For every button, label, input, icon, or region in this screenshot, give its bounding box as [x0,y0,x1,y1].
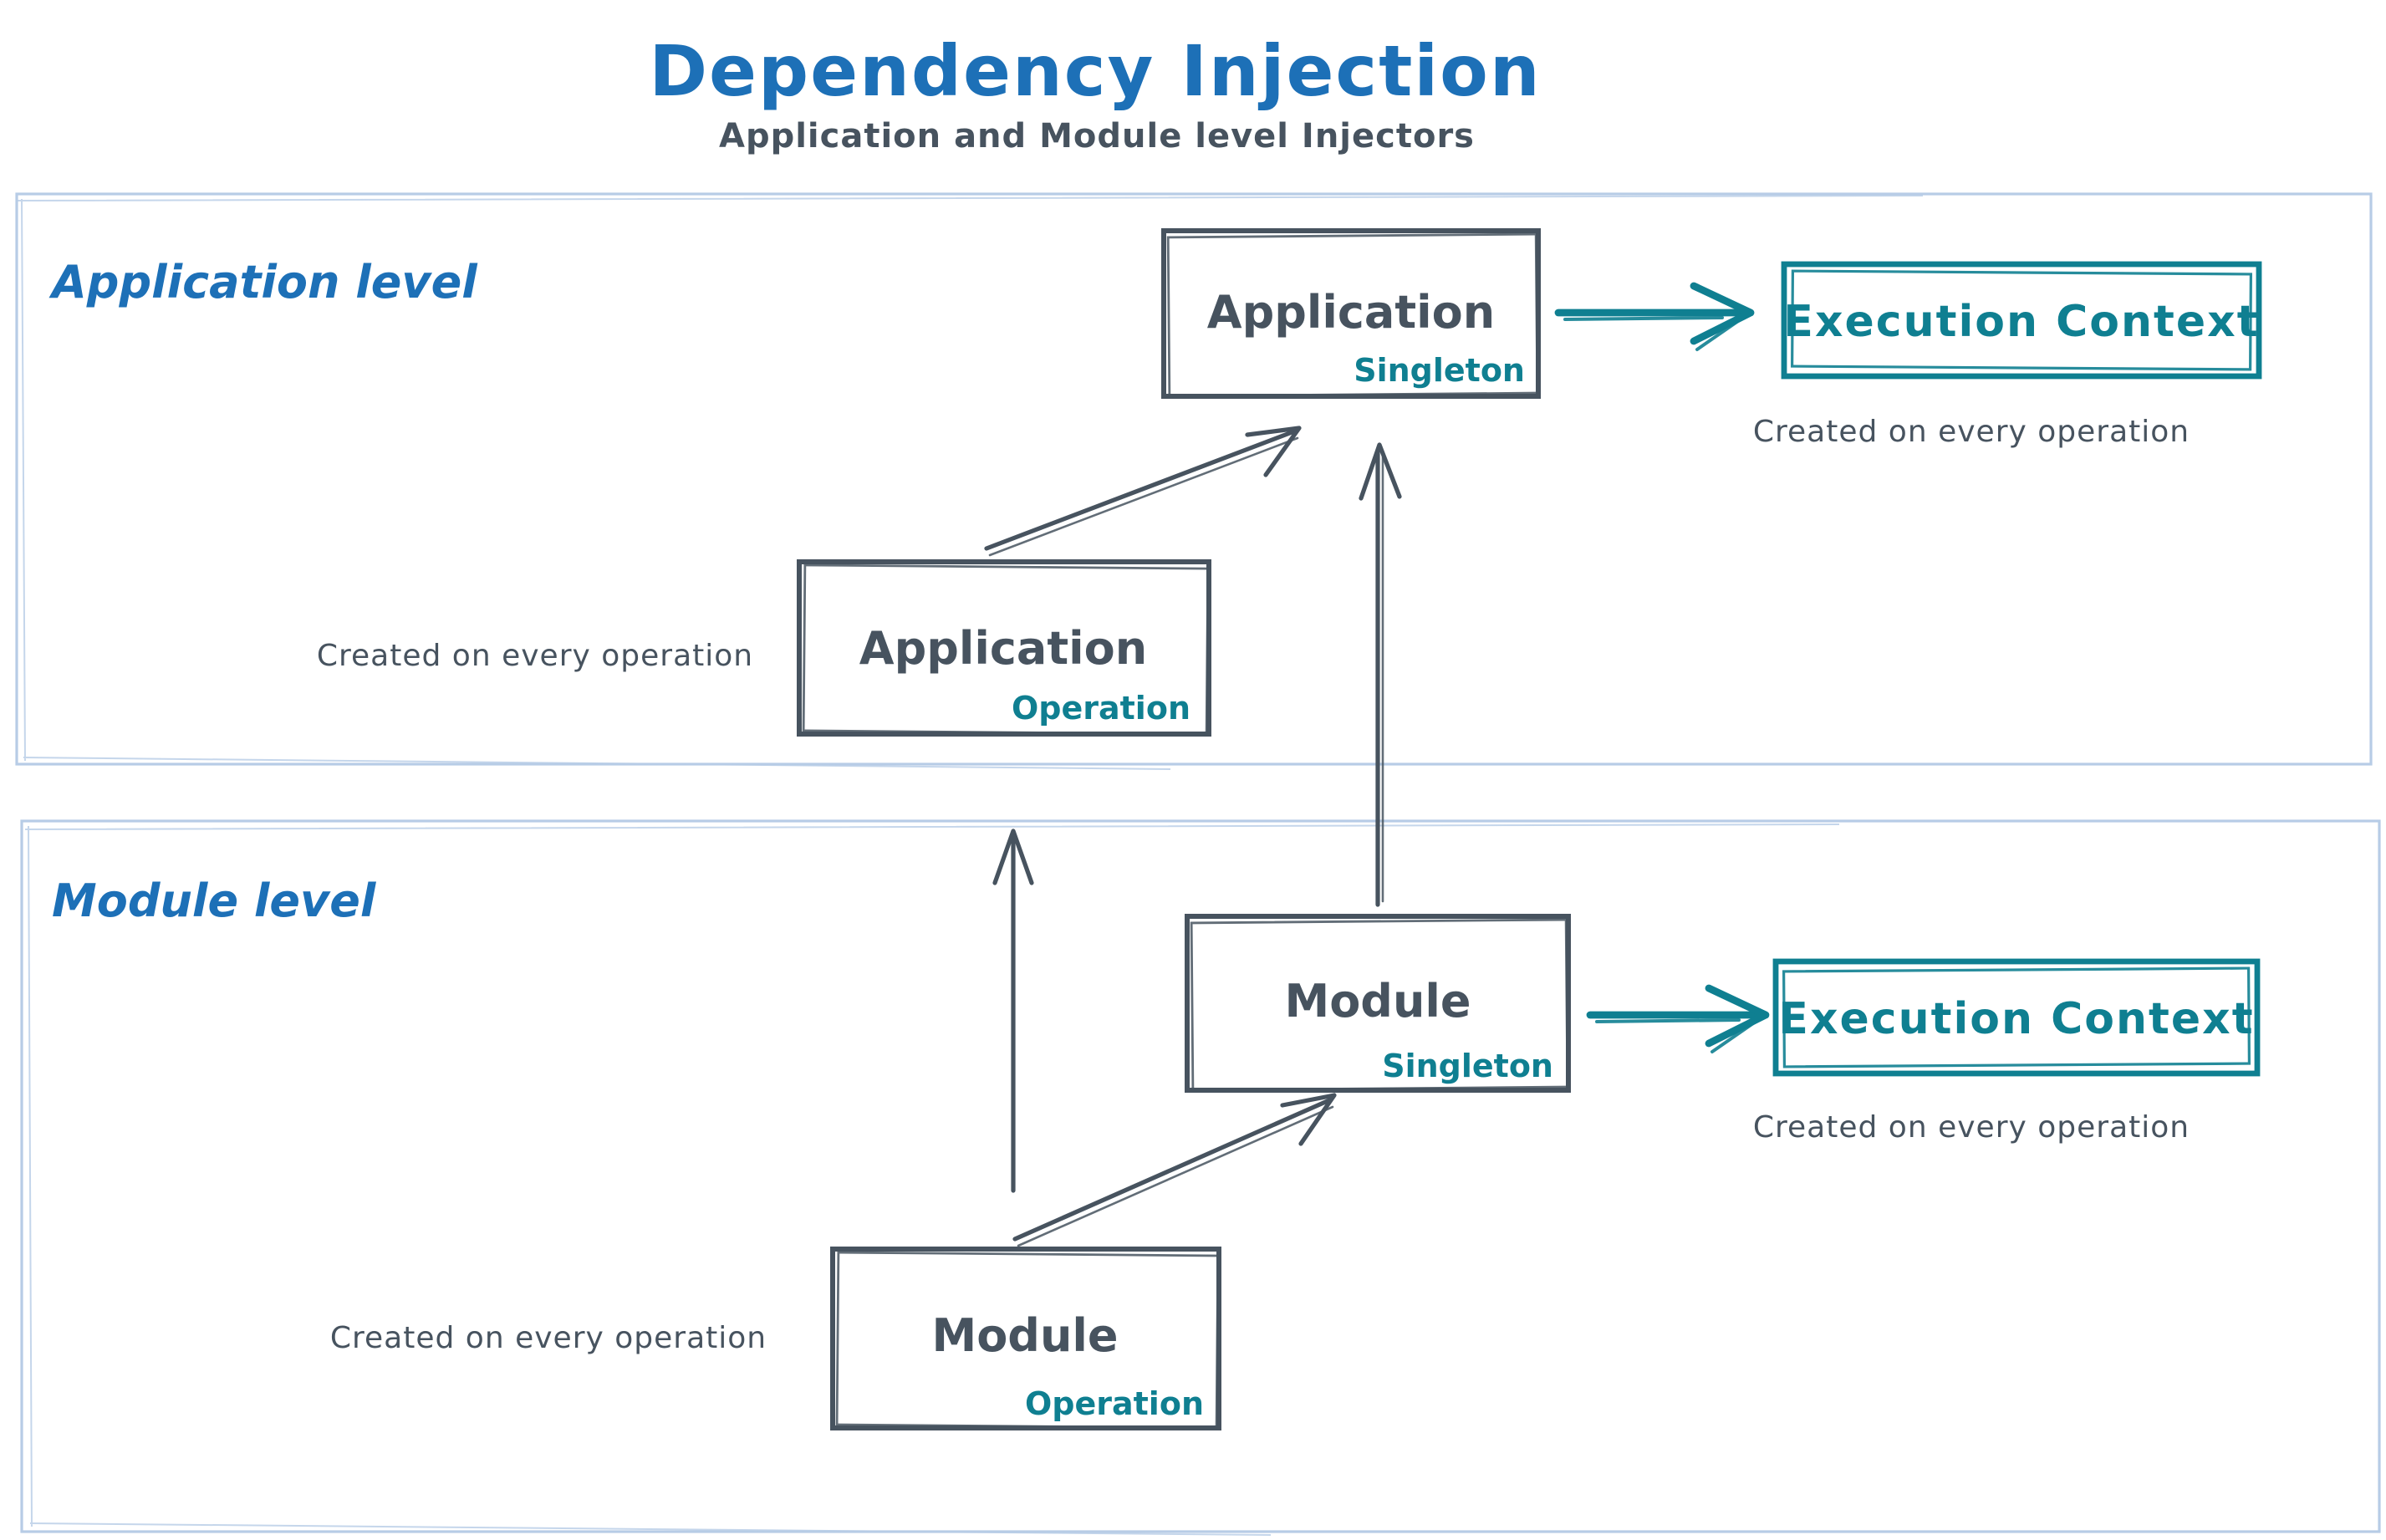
application-operation-tag: Operation [1012,690,1190,727]
application-singleton-box-overdraw [1166,232,1539,398]
arrow-module-operation-to-module-singleton [1012,1093,1337,1247]
arrow-line-overdraw [1563,316,1724,321]
application-operation-caption: Created on every operation [317,639,753,673]
arrow-head [1280,1093,1337,1146]
application-operation-box-border [797,559,1211,737]
module-operation-box-overdraw [835,1251,1220,1430]
application-execution-context-label: Execution Context [1783,297,2259,347]
page-title: Dependency Injection [649,30,1541,112]
page-subtitle: Application and Module level Injectors [719,117,1475,156]
application-operation-box: Application Operation [797,559,1211,737]
module-execution-context-border [1772,958,2261,1077]
application-singleton-box-border [1161,228,1541,399]
module-level-container-overdraw [24,824,1840,1536]
application-singleton-tag: Singleton [1354,352,1525,389]
module-level-label: Module level [52,875,377,927]
module-singleton-title: Module [1284,975,1471,1028]
module-singleton-box-border [1185,914,1571,1093]
arrow-head [1690,282,1755,345]
application-execution-context-overdraw [1791,269,2253,371]
module-execution-context-overdraw [1782,966,2251,1068]
module-execution-context-box: Execution Context [1772,958,2261,1077]
application-execution-context-box: Execution Context [1781,261,2262,380]
application-execution-context-caption: Created on every operation [1753,415,2190,449]
arrow-line [1012,1098,1332,1242]
arrow-head-overdraw [1695,318,1742,351]
module-singleton-tag: Singleton [1382,1048,1553,1084]
arrow-head [992,829,1034,885]
application-singleton-title: Application [1207,286,1495,339]
arrow-application-operation-to-application-singleton [984,426,1302,557]
arrow-head [1705,984,1770,1048]
arrow-head [1359,442,1402,501]
application-level-container-overdraw [16,195,1924,770]
arrow-line-overdraw [1595,1018,1741,1023]
arrow-line-overdraw [1017,1105,1334,1247]
module-singleton-box: Module Singleton [1185,914,1571,1093]
module-operation-tag: Operation [1025,1385,1204,1422]
application-execution-context-border [1781,261,2262,380]
module-singleton-box-overdraw [1190,918,1569,1092]
arrow-line [984,429,1297,551]
module-operation-caption: Created on every operation [330,1321,767,1355]
module-operation-box: Module Operation [830,1247,1221,1430]
arrow-line-overdraw [988,436,1299,557]
application-operation-title: Application [859,622,1147,675]
module-execution-context-label: Execution Context [1778,994,2254,1044]
arrow-module-operation-to-application-operation [992,829,1034,1193]
application-operation-box-overdraw [802,563,1210,736]
arrow-head [1245,426,1302,477]
application-level-label: Application level [48,256,478,309]
module-operation-box-border [830,1247,1221,1430]
module-operation-title: Module [931,1309,1118,1362]
arrow-module-singleton-to-application-singleton [1359,442,1402,907]
arrow-module-singleton-to-execution-context [1586,984,1770,1053]
arrow-head-overdraw [1710,1020,1757,1053]
module-execution-context-caption: Created on every operation [1753,1110,2190,1145]
arrow-application-singleton-to-execution-context [1554,282,1755,351]
application-singleton-box: Application Singleton [1161,228,1541,399]
